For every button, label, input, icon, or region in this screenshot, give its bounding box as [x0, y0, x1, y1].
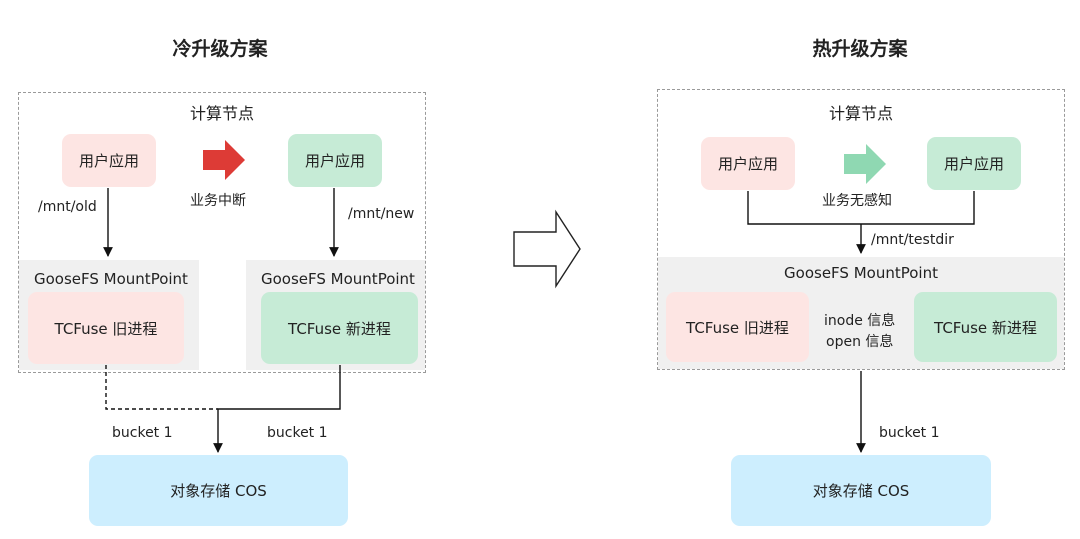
hot-user-app-right: 用户应用: [927, 137, 1021, 190]
hot-mountpoint-label: GooseFS MountPoint: [784, 264, 938, 282]
cold-path-old-label: /mnt/old: [38, 199, 97, 215]
cold-mountpoint-left-label: GooseFS MountPoint: [34, 270, 188, 288]
hot-old-process-box: TCFuse 旧进程: [666, 292, 809, 362]
cold-bucket-right-label: bucket 1: [267, 425, 328, 441]
hot-compute-node-label: 计算节点: [828, 104, 893, 123]
transition-arrow-icon: [513, 209, 581, 289]
cold-mountpoint-right-label: GooseFS MountPoint: [261, 270, 415, 288]
cold-user-app-right: 用户应用: [288, 134, 382, 187]
cold-old-bucket-line: [105, 365, 218, 410]
hot-new-process-box: TCFuse 新进程: [914, 292, 1057, 362]
cold-interrupt-label: 业务中断: [190, 193, 246, 209]
seamless-arrow-icon: [844, 144, 886, 184]
cold-compute-node-label: 计算节点: [189, 104, 254, 123]
cold-user-app-left: 用户应用: [62, 134, 156, 187]
hot-path-label: /mnt/testdir: [871, 232, 954, 248]
hot-upgrade-title: 热升级方案: [812, 38, 908, 60]
cold-new-process-box: TCFuse 新进程: [261, 292, 418, 364]
cold-compute-node-zone: [18, 92, 426, 373]
cold-cos-box: 对象存储 COS: [89, 455, 348, 526]
hot-open-info-label: open 信息: [826, 334, 894, 350]
cold-upgrade-title: 冷升级方案: [172, 38, 268, 60]
hot-user-app-left: 用户应用: [701, 137, 795, 190]
cold-bucket-left-label: bucket 1: [112, 425, 173, 441]
cold-old-process-box: TCFuse 旧进程: [28, 292, 184, 364]
hot-bucket-label: bucket 1: [879, 425, 940, 441]
hot-cos-box: 对象存储 COS: [731, 455, 991, 526]
cold-new-bucket-arrow: [213, 365, 341, 453]
interrupt-arrow-icon: [203, 140, 245, 180]
hot-inode-info-label: inode 信息: [824, 313, 896, 329]
hot-compute-node-zone: [657, 89, 1065, 370]
cold-path-new-label: /mnt/new: [348, 206, 415, 222]
hot-seamless-label: 业务无感知: [822, 193, 892, 209]
